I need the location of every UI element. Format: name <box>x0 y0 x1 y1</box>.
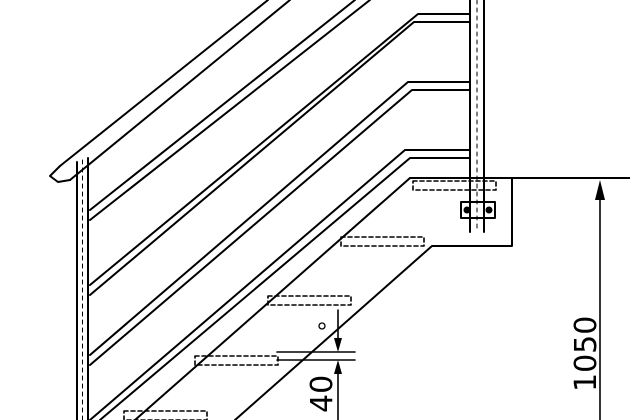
hidden-treads <box>123 180 497 420</box>
base-plate <box>460 201 496 219</box>
stair-stringer <box>134 177 630 420</box>
handrail <box>49 0 291 183</box>
infill-rails <box>89 0 471 420</box>
height-dimension-label: 1050 <box>569 316 604 392</box>
dim-1050 <box>595 180 605 420</box>
dim-40 <box>276 309 356 420</box>
left-post <box>76 157 89 420</box>
gap-dimension-label: 40 <box>305 375 340 413</box>
right-post <box>469 0 485 233</box>
reference-marker <box>318 322 326 330</box>
